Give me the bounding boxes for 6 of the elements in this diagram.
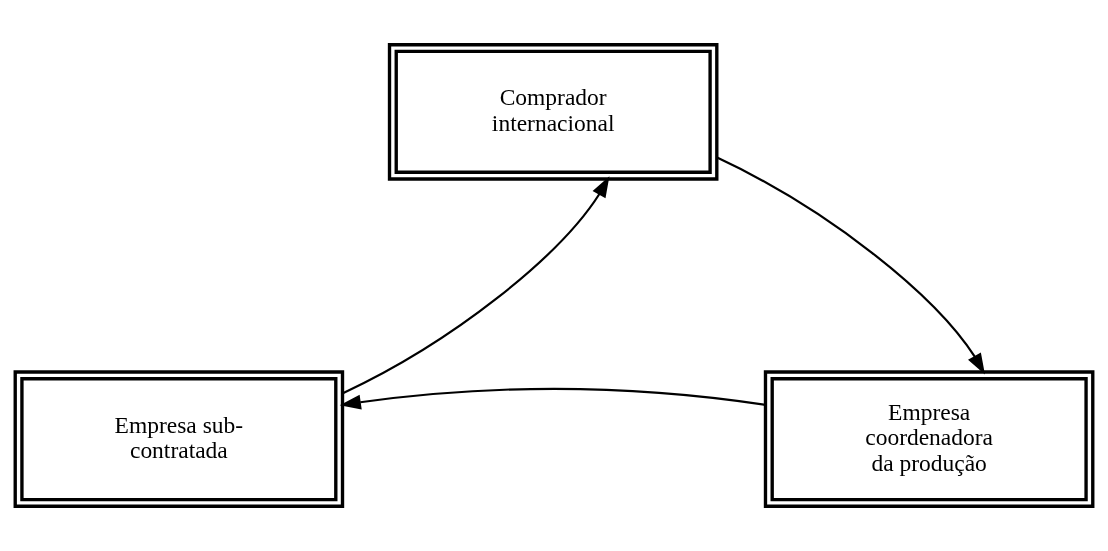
arrow — [339, 387, 766, 410]
node-box: Empresa coordenadora da produção — [763, 370, 1095, 508]
arrow — [342, 176, 610, 395]
node-box: Empresa sub- contratada — [13, 370, 345, 508]
node-box: Comprador internacional — [387, 43, 719, 181]
arrow — [716, 156, 985, 375]
